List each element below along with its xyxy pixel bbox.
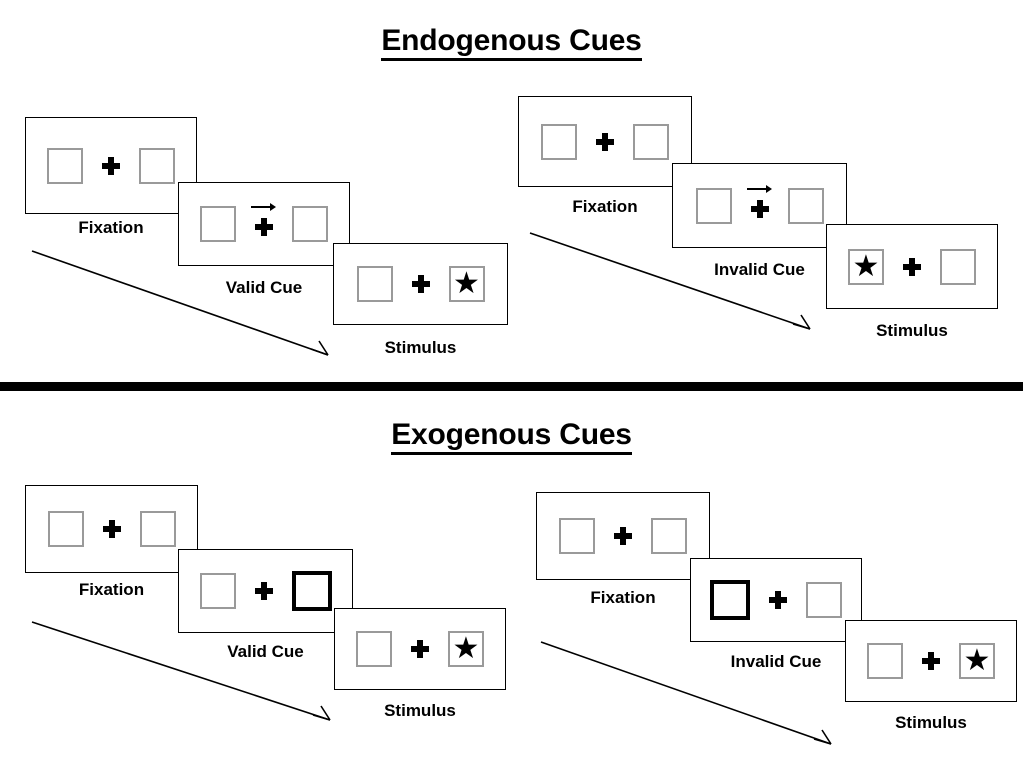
fixation-plus-icon xyxy=(251,203,276,236)
caption-text: Fixation xyxy=(78,580,145,599)
caption-text: Invalid Cue xyxy=(714,260,805,279)
fixation-plus-icon xyxy=(746,184,772,218)
stimulus-box-left-cued xyxy=(710,580,750,620)
diagonal-flow-arrow-icon xyxy=(31,250,329,356)
fixation-plus-icon xyxy=(922,652,940,670)
stimulus-box-right-cued xyxy=(291,571,332,611)
caption-text: Stimulus xyxy=(384,338,457,357)
stimulus-box-right xyxy=(787,187,824,224)
stimulus-box-right-target: ★ xyxy=(448,631,484,667)
stimulus-box-left xyxy=(867,643,903,679)
fixation-plus-icon xyxy=(411,275,430,293)
panel-exogenous-valid-stimulus: ★ xyxy=(334,608,506,690)
caption-exogenous-invalid-stimulus: Stimulus xyxy=(845,713,1017,733)
panel-exogenous-invalid-cue xyxy=(690,558,862,642)
panel-endogenous-invalid-stimulus: ★ xyxy=(826,224,998,309)
panel-endogenous-invalid-cue xyxy=(672,163,847,248)
panel-exogenous-invalid-fixation xyxy=(536,492,710,580)
panel-content: ★ xyxy=(334,244,507,324)
diagonal-flow-arrow-icon xyxy=(31,621,331,721)
arrow-right-icon xyxy=(251,203,277,211)
panel-content xyxy=(26,486,197,572)
caption-endogenous-invalid-cue: Invalid Cue xyxy=(672,260,847,280)
caption-endogenous-valid-fixation: Fixation xyxy=(25,218,197,238)
caption-text: Fixation xyxy=(78,218,144,237)
caption-text: Invalid Cue xyxy=(730,652,822,671)
star-icon: ★ xyxy=(453,267,480,300)
panel-content xyxy=(179,183,349,265)
panel-endogenous-valid-fixation xyxy=(25,117,197,214)
stimulus-box-left xyxy=(541,123,577,160)
stimulus-box-right-target: ★ xyxy=(448,266,485,302)
stimulus-box-left xyxy=(356,631,392,667)
stimulus-box-right xyxy=(139,147,175,184)
caption-text: Stimulus xyxy=(895,713,967,732)
caption-text: Valid Cue xyxy=(225,278,303,297)
panel-exogenous-valid-fixation xyxy=(25,485,198,573)
fixation-plus-icon xyxy=(614,527,632,545)
stimulus-box-right xyxy=(940,248,976,285)
caption-exogenous-valid-cue: Valid Cue xyxy=(178,642,353,662)
panel-content xyxy=(519,97,691,186)
fixation-plus-icon xyxy=(903,257,921,276)
fixation-plus-icon xyxy=(102,156,120,175)
star-icon: ★ xyxy=(852,249,880,283)
stimulus-box-left xyxy=(47,147,83,184)
stimulus-box-left xyxy=(559,518,595,554)
star-icon: ★ xyxy=(963,644,991,677)
diagonal-flow-arrow-icon xyxy=(540,641,832,745)
panel-content xyxy=(691,559,861,641)
panel-endogenous-valid-stimulus: ★ xyxy=(333,243,508,325)
stimulus-box-left xyxy=(199,573,236,609)
panel-endogenous-valid-cue xyxy=(178,182,350,266)
panel-exogenous-invalid-stimulus: ★ xyxy=(845,620,1017,702)
section-title-exogenous: Exogenous Cues xyxy=(0,418,1023,455)
caption-endogenous-invalid-fixation: Fixation xyxy=(518,197,692,217)
stimulus-box-left xyxy=(356,266,393,302)
panel-content xyxy=(179,550,352,632)
panel-content xyxy=(537,493,709,579)
stimulus-box-right xyxy=(292,206,328,242)
stimulus-box-left xyxy=(695,187,732,224)
stimulus-box-right xyxy=(139,511,176,547)
section-title-exogenous-text: Exogenous Cues xyxy=(391,418,632,455)
caption-exogenous-invalid-fixation: Fixation xyxy=(536,588,710,608)
fixation-plus-icon xyxy=(596,132,614,151)
star-icon: ★ xyxy=(452,632,480,665)
caption-text: Valid Cue xyxy=(227,642,304,661)
caption-exogenous-valid-fixation: Fixation xyxy=(25,580,198,600)
section-divider xyxy=(0,382,1023,391)
panel-content: ★ xyxy=(846,621,1016,701)
caption-text: Stimulus xyxy=(384,701,456,720)
stimulus-box-left-target: ★ xyxy=(848,248,884,285)
stimulus-box-right xyxy=(806,582,842,618)
panel-endogenous-invalid-fixation xyxy=(518,96,692,187)
arrow-right-icon xyxy=(746,184,773,193)
stimulus-box-right xyxy=(651,518,687,554)
panel-content xyxy=(26,118,196,213)
caption-text: Stimulus xyxy=(876,321,948,340)
caption-exogenous-valid-stimulus: Stimulus xyxy=(334,701,506,721)
stimulus-box-right xyxy=(633,123,669,160)
caption-endogenous-valid-cue: Valid Cue xyxy=(178,278,350,298)
stimulus-box-right-target: ★ xyxy=(959,643,995,679)
caption-text: Fixation xyxy=(572,197,638,216)
stimulus-box-left xyxy=(47,511,84,547)
panel-content: ★ xyxy=(335,609,505,689)
panel-content xyxy=(673,164,846,247)
fixation-plus-icon xyxy=(769,591,787,609)
section-title-endogenous: Endogenous Cues xyxy=(0,24,1023,61)
diagonal-flow-arrow-icon xyxy=(529,232,811,330)
caption-text: Fixation xyxy=(590,588,656,607)
fixation-plus-icon xyxy=(102,520,121,538)
fixation-plus-icon xyxy=(411,640,429,658)
panel-content: ★ xyxy=(827,225,997,308)
panel-exogenous-valid-cue xyxy=(178,549,353,633)
caption-endogenous-valid-stimulus: Stimulus xyxy=(333,338,508,358)
section-title-endogenous-text: Endogenous Cues xyxy=(381,24,642,61)
stimulus-box-left xyxy=(200,206,236,242)
caption-exogenous-invalid-cue: Invalid Cue xyxy=(690,652,862,672)
caption-endogenous-invalid-stimulus: Stimulus xyxy=(826,321,998,341)
fixation-plus-icon xyxy=(254,582,273,600)
